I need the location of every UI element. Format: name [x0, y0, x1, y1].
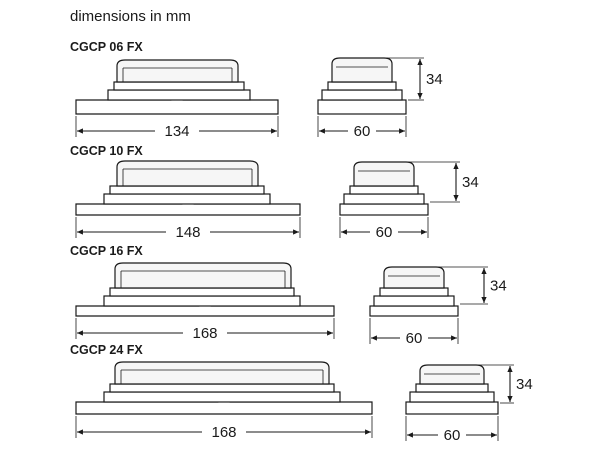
body-step [109, 287, 295, 297]
model-name: CGCP 24 FX [70, 343, 143, 357]
body-step [415, 383, 489, 393]
top-cap [331, 57, 393, 83]
model-group: CGCP 24 FX 168 60 34 [70, 343, 533, 444]
height-label: 34 [426, 71, 443, 88]
body-step [109, 383, 335, 393]
width-label: 60 [376, 224, 393, 241]
height-label: 34 [490, 278, 507, 295]
top-cap [353, 161, 415, 187]
body-step [327, 81, 397, 91]
model-group: CGCP 10 FX 148 60 34 [70, 144, 479, 241]
length-label: 168 [211, 424, 236, 441]
top-cap [116, 160, 259, 187]
body-step [321, 89, 403, 101]
length-label: 148 [175, 224, 200, 241]
body-step [103, 391, 341, 403]
top-cap [383, 266, 445, 289]
length-label: 168 [192, 325, 217, 342]
body-step [379, 287, 449, 297]
front-view: 148 [75, 160, 301, 241]
width-label: 60 [406, 330, 423, 347]
body-step [409, 391, 495, 403]
width-label: 60 [354, 123, 371, 140]
top-cap [116, 59, 239, 83]
width-label: 60 [444, 427, 461, 444]
side-view: 60 34 [405, 364, 533, 444]
page-heading: dimensions in mm [70, 8, 191, 25]
body-step [103, 295, 301, 307]
base-flange [339, 203, 429, 216]
body-step [103, 193, 271, 205]
base-flange [405, 401, 499, 415]
model-name: CGCP 06 FX [70, 40, 143, 54]
height-label: 34 [462, 174, 479, 191]
side-view: 60 34 [317, 57, 443, 140]
top-cap [114, 262, 292, 289]
side-view: 60 34 [339, 161, 479, 241]
body-step [113, 81, 245, 91]
model-group: CGCP 16 FX 168 60 34 [70, 244, 507, 347]
front-view: 168 [75, 361, 373, 441]
model-name: CGCP 10 FX [70, 144, 143, 158]
side-view: 60 34 [369, 266, 507, 347]
body-step [109, 185, 265, 195]
model-group: CGCP 06 FX 134 60 34 [70, 40, 443, 140]
body-step [107, 89, 251, 101]
front-view: 168 [75, 262, 335, 342]
body-step [343, 193, 425, 205]
front-view: 134 [75, 59, 279, 140]
base-flange [369, 305, 459, 317]
body-step [373, 295, 455, 307]
length-label: 134 [164, 123, 189, 140]
model-name: CGCP 16 FX [70, 244, 143, 258]
top-cap [419, 364, 485, 385]
base-flange [317, 99, 407, 115]
top-cap [114, 361, 330, 385]
height-label: 34 [516, 376, 533, 393]
body-step [349, 185, 419, 195]
